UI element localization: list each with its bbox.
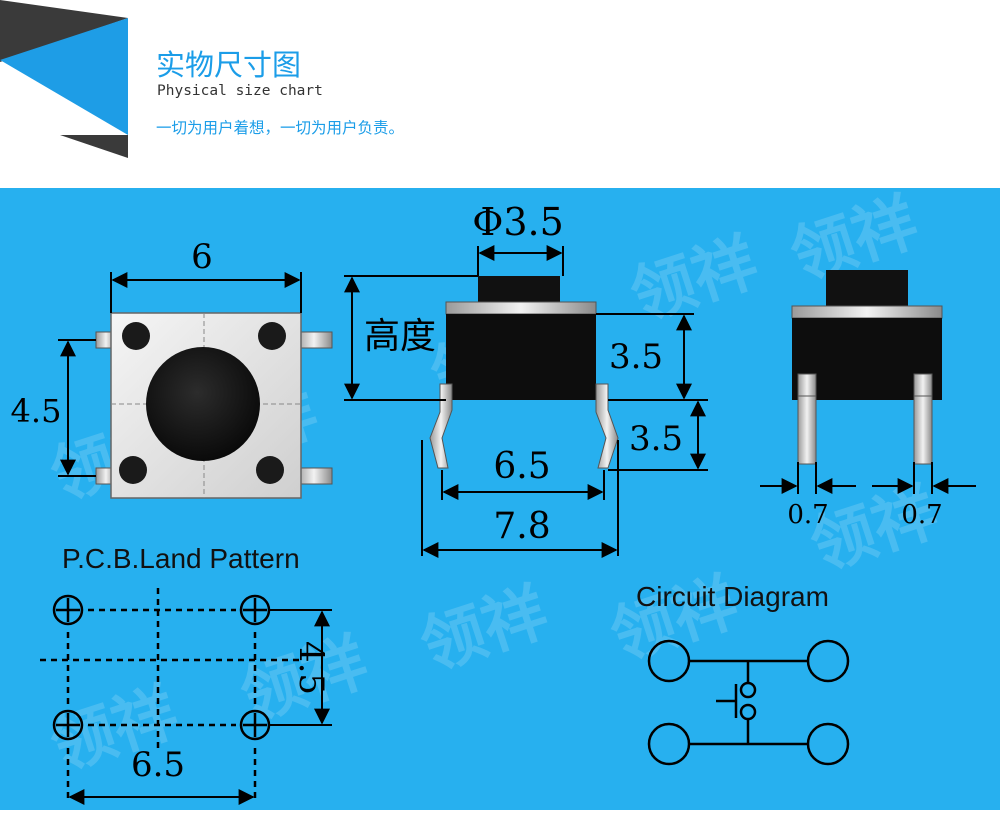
watermark: 领祥 bbox=[412, 574, 557, 685]
dimension-panel: 领祥 领祥 领祥 领祥 领祥 领祥 领祥 领祥 领祥 领祥 bbox=[0, 188, 1000, 810]
dim-width: 6 bbox=[191, 237, 213, 277]
pcb-land-pattern: P.C.B.Land Pattern bbox=[40, 543, 332, 805]
body-side bbox=[446, 314, 596, 400]
dim-pin-width-left: 0.7 bbox=[787, 500, 828, 530]
dim-pin-spacing-outer: 7.8 bbox=[493, 506, 550, 547]
side-view: Φ3.5 高度 3.5 3.5 6.5 7.8 bbox=[344, 200, 708, 558]
dim-pin-spacing-inner: 6.5 bbox=[493, 446, 550, 487]
page-subtitle: Physical size chart bbox=[157, 83, 323, 99]
header: 实物尺寸图 Physical size chart 一切为用户着想，一切为用户负… bbox=[0, 0, 1000, 188]
cap-front bbox=[826, 270, 908, 308]
blue-triangle bbox=[0, 18, 128, 135]
dim-pin-length: 3.5 bbox=[629, 419, 683, 459]
bottom-strip bbox=[0, 810, 1000, 825]
dim-cap-diameter: Φ3.5 bbox=[472, 200, 564, 244]
dim-body-height: 3.5 bbox=[609, 337, 663, 377]
top-view: 6 4.5 bbox=[11, 237, 333, 499]
dark-triangle-bottom bbox=[60, 135, 128, 158]
page-title: 实物尺寸图 bbox=[156, 48, 302, 82]
dimension-drawing: 领祥 领祥 领祥 领祥 领祥 领祥 领祥 领祥 领祥 领祥 bbox=[11, 188, 976, 805]
circuit-diagram: Circuit Diagram bbox=[636, 581, 850, 766]
dim-height-label: 高度 bbox=[364, 316, 436, 357]
pcb-dim-vertical: 4.5 bbox=[291, 641, 331, 695]
dim-pin-width-right: 0.7 bbox=[901, 500, 942, 530]
watermark: 领祥 bbox=[622, 224, 767, 335]
front-view: 0.7 0.7 bbox=[760, 270, 976, 530]
pcb-title: P.C.B.Land Pattern bbox=[62, 543, 300, 574]
cap-side bbox=[478, 276, 560, 304]
dim-height: 4.5 bbox=[11, 392, 62, 430]
header-decoration bbox=[0, 0, 128, 158]
pcb-dim-horizontal: 6.5 bbox=[131, 745, 185, 785]
button-cap bbox=[146, 347, 260, 461]
slogan: 一切为用户着想，一切为用户负责。 bbox=[156, 119, 405, 137]
dark-triangle-top bbox=[0, 0, 128, 62]
circuit-title: Circuit Diagram bbox=[636, 581, 829, 612]
